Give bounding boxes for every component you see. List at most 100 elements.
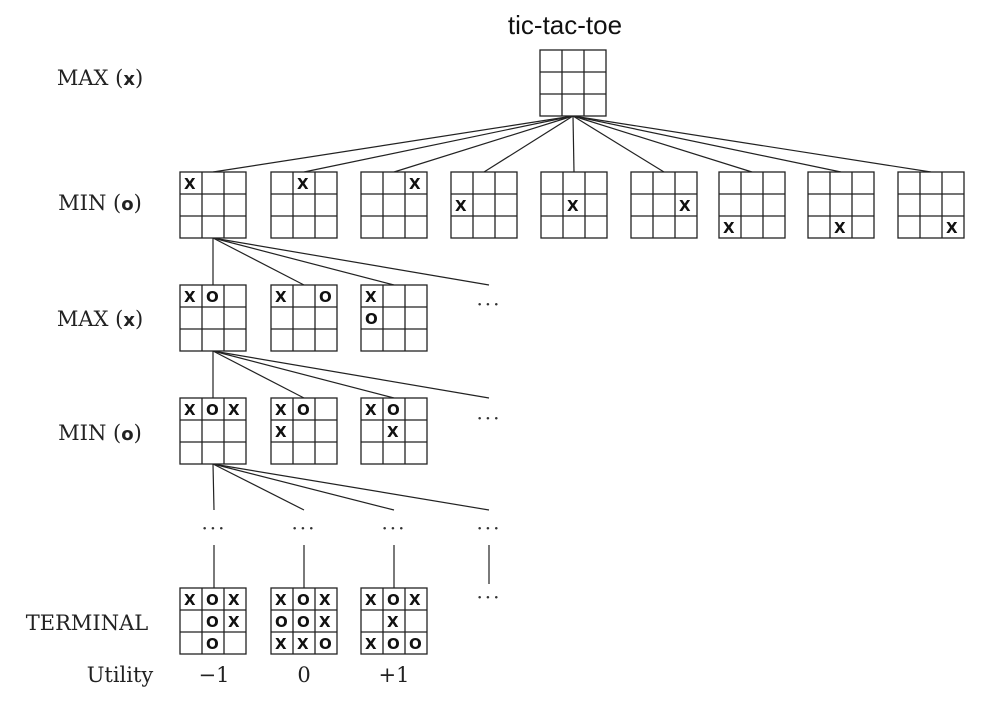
board-frame	[179, 284, 247, 352]
o-mark: O	[297, 591, 310, 609]
tree-edge	[572, 115, 842, 173]
o-mark: O	[206, 288, 219, 306]
board-min-1: X	[897, 171, 965, 239]
tree-edge	[572, 115, 575, 173]
board-frame	[270, 587, 338, 655]
board-frame	[539, 49, 607, 117]
ellipsis-more-moves: ···	[381, 516, 406, 540]
utility-value: 0	[297, 663, 310, 687]
board-min-1: X	[718, 171, 786, 239]
ellipsis-more-moves: ···	[476, 292, 501, 316]
x-mark: X	[184, 288, 196, 306]
x-mark: X	[409, 175, 421, 193]
tree-edge	[212, 463, 215, 511]
o-mark: O	[387, 401, 400, 419]
board-frame	[718, 171, 786, 239]
tree-edge	[212, 237, 490, 286]
x-mark: X	[297, 175, 309, 193]
x-mark: X	[455, 197, 467, 215]
player-symbol: o	[121, 424, 133, 445]
o-mark: O	[319, 635, 332, 653]
player-symbol: o	[121, 194, 133, 215]
o-mark: O	[387, 591, 400, 609]
utility-value: −1	[199, 663, 230, 687]
x-mark: X	[184, 401, 196, 419]
ellipsis-more-moves: ···	[291, 516, 316, 540]
x-mark: X	[184, 175, 196, 193]
ellipsis-more-moves: ···	[201, 516, 226, 540]
board-root	[539, 49, 607, 117]
tree-edge	[483, 115, 574, 173]
tree-edge	[212, 237, 395, 286]
x-mark: X	[365, 591, 377, 609]
x-mark: X	[297, 635, 309, 653]
x-mark: X	[184, 591, 196, 609]
board-frame	[179, 397, 247, 465]
board-frame	[360, 171, 428, 239]
player-symbol: x	[123, 69, 135, 90]
x-mark: X	[365, 401, 377, 419]
tree-edge	[212, 350, 305, 399]
utility-value: +1	[379, 663, 410, 687]
tree-edge	[212, 237, 305, 286]
x-mark: X	[228, 401, 240, 419]
o-mark: O	[206, 401, 219, 419]
board-frame	[179, 587, 247, 655]
ellipsis-more-moves: ···	[476, 516, 501, 540]
x-mark: X	[319, 591, 331, 609]
x-mark: X	[275, 401, 287, 419]
x-mark: X	[275, 591, 287, 609]
board-min-1: X	[450, 171, 518, 239]
tree-edge	[572, 115, 753, 173]
x-mark: X	[275, 423, 287, 441]
x-mark: X	[409, 591, 421, 609]
x-mark: X	[319, 613, 331, 631]
x-mark: X	[946, 219, 958, 237]
level-label-max-1: MAX (x)	[57, 66, 143, 90]
board-frame	[270, 284, 338, 352]
board-frame	[270, 171, 338, 239]
tree-edge	[212, 350, 395, 399]
x-mark: X	[365, 635, 377, 653]
tree-edge	[393, 115, 574, 173]
board-frame	[360, 284, 428, 352]
o-mark: O	[297, 401, 310, 419]
player-symbol: x	[123, 310, 135, 331]
level-label-max-2: MAX (x)	[57, 307, 143, 331]
x-mark: X	[679, 197, 691, 215]
x-mark: X	[275, 288, 287, 306]
o-mark: O	[206, 635, 219, 653]
o-mark: O	[387, 635, 400, 653]
tree-edge	[572, 115, 665, 173]
board-min-1: X	[360, 171, 428, 239]
tree-edges	[212, 115, 932, 588]
board-min-1: X	[807, 171, 875, 239]
o-mark: O	[297, 613, 310, 631]
board-min-1: X	[540, 171, 608, 239]
board-min-1: X	[179, 171, 247, 239]
x-mark: X	[567, 197, 579, 215]
tree-edge	[212, 350, 490, 399]
ellipsis-more-moves: ···	[476, 585, 501, 609]
x-mark: X	[228, 613, 240, 631]
o-mark: O	[275, 613, 288, 631]
o-mark: O	[206, 591, 219, 609]
utility-label: Utility	[87, 663, 154, 687]
level-label-terminal: TERMINAL	[26, 611, 148, 635]
x-mark: X	[275, 635, 287, 653]
x-mark: X	[834, 219, 846, 237]
board-max-2: XO	[360, 284, 428, 352]
tree-edge	[212, 463, 395, 511]
board-frame	[179, 171, 247, 239]
x-mark: X	[228, 591, 240, 609]
board-frame	[360, 397, 428, 465]
board-frame	[270, 397, 338, 465]
